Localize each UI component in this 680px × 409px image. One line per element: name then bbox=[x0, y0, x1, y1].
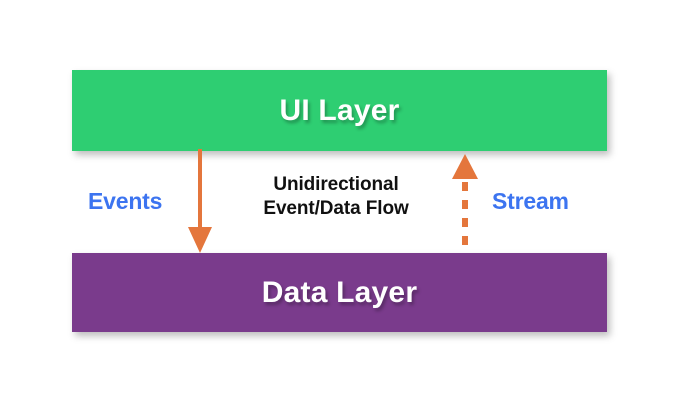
flow-caption-line-1: Unidirectional bbox=[273, 174, 399, 195]
events-arrow-icon bbox=[188, 149, 212, 253]
stream-arrow-icon bbox=[452, 154, 478, 253]
flow-caption: Unidirectional Event/Data Flow bbox=[232, 173, 440, 222]
data-layer-box[interactable]: Data Layer bbox=[72, 253, 607, 332]
flow-caption-line-2: Event/Data Flow bbox=[263, 198, 409, 220]
data-layer-label: Data Layer bbox=[261, 275, 418, 309]
ui-layer-box[interactable]: UI Layer bbox=[72, 70, 607, 151]
stream-label: Stream bbox=[492, 188, 569, 214]
events-label: Events bbox=[88, 188, 163, 214]
ui-layer-label: UI Layer bbox=[279, 93, 400, 127]
